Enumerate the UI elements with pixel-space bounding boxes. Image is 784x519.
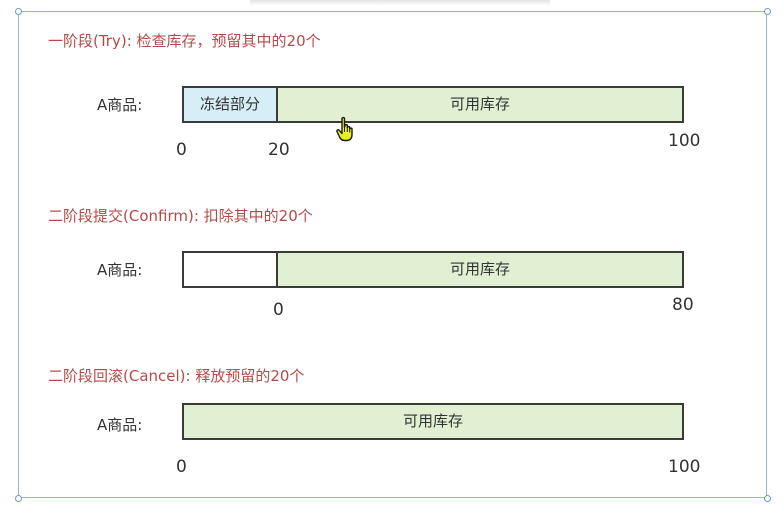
confirm-inventory-bar: 可用库存 — [182, 251, 684, 288]
frozen-segment: 冻结部分 — [184, 88, 278, 121]
selection-frame[interactable] — [18, 11, 767, 498]
tick-label: 80 — [672, 295, 694, 315]
try-phase-title: 一阶段(Try): 检查库存，预留其中的20个 — [48, 32, 321, 50]
deducted-segment — [184, 253, 278, 286]
resize-handle-top-right[interactable] — [764, 8, 771, 15]
cancel-row-label: A商品: — [97, 416, 143, 434]
cancel-inventory-bar: 可用库存 — [182, 403, 684, 440]
resize-handle-bottom-right[interactable] — [764, 495, 771, 502]
available-segment: 可用库存 — [278, 253, 682, 286]
try-row-label: A商品: — [97, 96, 143, 114]
available-segment: 可用库存 — [184, 405, 682, 438]
tick-label: 0 — [176, 457, 187, 477]
top-shadow — [250, 0, 550, 6]
resize-handle-top-left[interactable] — [15, 8, 22, 15]
available-segment: 可用库存 — [278, 88, 682, 121]
try-inventory-bar: 冻结部分 可用库存 — [182, 86, 684, 123]
hand-pointer-icon — [336, 116, 353, 142]
tick-label: 0 — [176, 140, 187, 160]
tick-label: 100 — [668, 131, 701, 151]
confirm-phase-title: 二阶段提交(Confirm): 扣除其中的20个 — [48, 207, 313, 225]
resize-handle-bottom-left[interactable] — [15, 495, 22, 502]
tick-label: 0 — [273, 300, 284, 320]
tick-label: 20 — [268, 140, 290, 160]
cancel-phase-title: 二阶段回滚(Cancel): 释放预留的20个 — [48, 367, 305, 385]
tick-label: 100 — [668, 457, 701, 477]
confirm-row-label: A商品: — [97, 261, 143, 279]
